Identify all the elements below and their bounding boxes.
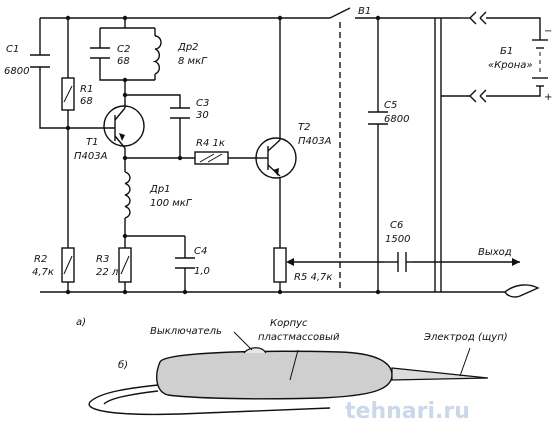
battery-name: Б1: [500, 46, 513, 57]
r5-name: R5 4,7к: [294, 272, 332, 283]
c2-name: C2: [117, 44, 130, 55]
battery-b1: − +: [469, 11, 552, 103]
dr2-name: Др2: [177, 42, 199, 53]
resistor-r1: [61, 77, 75, 111]
r1-value: 68: [80, 96, 93, 107]
inductor-dr2: [152, 35, 162, 75]
capacitor-c2: [90, 47, 110, 59]
resistor-r4: [194, 151, 229, 165]
probe-electrode: [391, 367, 489, 381]
probe-tip-sketch: [504, 284, 540, 298]
junction-dots: [65, 15, 381, 295]
capacitor-c6: [385, 252, 412, 272]
capacitor-c1: [30, 52, 50, 70]
switch-label: Выключатель: [150, 326, 222, 337]
c2-value: 68: [117, 56, 130, 67]
output-arrow: [512, 258, 520, 266]
battery-value: «Крона»: [488, 60, 533, 71]
c6-name: C6: [390, 220, 403, 231]
b1-name: B1: [358, 6, 371, 17]
r2-value: 4,7к: [32, 267, 54, 278]
dr2-value: 8 мкГ: [178, 56, 208, 67]
r1-name: R1: [80, 84, 93, 95]
dr1-name: Др1: [149, 184, 171, 195]
inductor-dr1: [124, 171, 131, 219]
c4-value: 1,0: [194, 266, 210, 277]
c1-name: C1: [6, 44, 19, 55]
t1-value: П403А: [74, 151, 108, 162]
body-label-line1: Корпус: [270, 318, 308, 329]
r3-value: 22 л: [96, 267, 119, 278]
capacitor-c5: [368, 111, 388, 125]
t2-value: П403А: [298, 136, 332, 147]
electrode-label: Электрод (щуп): [423, 332, 508, 343]
probe-drawing: [88, 331, 489, 416]
switch-b1: [329, 7, 351, 292]
caption-b: б): [118, 359, 128, 371]
r4-name: R4 1к: [196, 138, 225, 149]
capacitor-c4: [175, 257, 195, 269]
circuit-wires: [39, 17, 520, 293]
c5-name: C5: [384, 100, 397, 111]
capacitor-c3: [170, 107, 190, 119]
c6-value: 1500: [385, 234, 410, 245]
c3-name: C3: [196, 98, 209, 109]
dr1-value: 100 мкГ: [150, 198, 193, 209]
r2-name: R2: [34, 254, 47, 265]
watermark-text: tehnari.ru: [345, 399, 470, 424]
caption-a: а): [76, 317, 86, 328]
t2-name: T2: [298, 122, 310, 133]
c5-value: 6800: [384, 114, 409, 125]
resistor-r3: [118, 247, 132, 283]
potentiometer-r5: [273, 247, 294, 283]
r3-name: R3: [96, 254, 109, 265]
transistor-t2: [255, 137, 297, 179]
body-label-line2: пластмассовый: [258, 332, 340, 343]
resistor-r2: [61, 247, 75, 283]
probe-switch-bump: [243, 347, 267, 354]
c3-value: 30: [196, 110, 209, 121]
transistor-t1: [95, 100, 145, 152]
output-label: Выход: [478, 247, 512, 258]
battery-minus-sign: −: [544, 26, 552, 37]
battery-plus-sign: +: [544, 92, 552, 103]
probe-body: [156, 350, 393, 400]
c4-name: C4: [194, 246, 207, 257]
c1-value: 6800: [4, 66, 29, 77]
t1-name: T1: [86, 137, 98, 148]
